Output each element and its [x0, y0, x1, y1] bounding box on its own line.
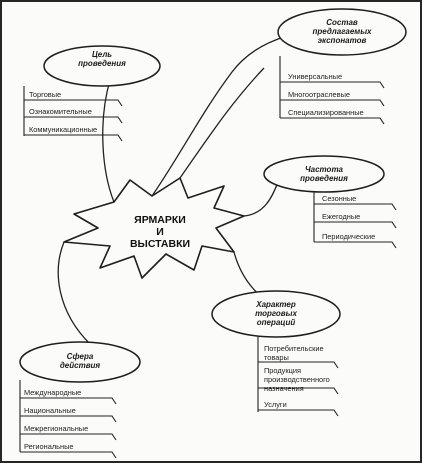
center-title-line-3: ВЫСТАВКИ	[129, 238, 191, 250]
goods-item-consumer-line-2: товары	[264, 353, 289, 362]
goods-item-consumer-line-1: Потребительские	[264, 344, 324, 353]
center-title-line-1: ЯРМАРКИ	[134, 214, 186, 226]
exhibits-title: Состав предлагаемых экспонатов	[292, 18, 392, 45]
goods-item-services: Услуги	[264, 400, 287, 409]
exhibits-item-specialized: Специализированные	[288, 108, 364, 117]
connector-sphere	[57, 241, 91, 345]
exhibits-title-line-2: предлагаемых	[312, 27, 372, 36]
goods-title: Характер торговых операций	[226, 300, 326, 327]
sphere-bracket	[19, 380, 117, 459]
goods-title-line-3: операций	[256, 318, 296, 327]
frequency-item-periodic: Периодические	[322, 232, 376, 241]
sphere-ellipse	[19, 341, 141, 383]
frequency-title-line-2: проведения	[300, 174, 348, 183]
goal-item-familiarization: Ознакомительные	[29, 107, 92, 116]
frequency-item-seasonal: Сезонные	[322, 194, 357, 203]
goal-title-line-1: Цель	[91, 50, 113, 59]
exhibits-bracket	[279, 56, 385, 125]
goods-item-industrial-line-2: производственного	[264, 375, 330, 384]
goods-ellipse	[211, 290, 341, 338]
goods-title-line-1: Характер	[256, 300, 296, 309]
goal-title-line-2: проведения	[78, 59, 126, 68]
sphere-item-regional: Региональные	[24, 442, 74, 451]
connector-exhibits	[151, 35, 288, 197]
frequency-title-line-1: Частота	[304, 165, 344, 174]
frequency-title: Частота проведения	[284, 165, 364, 183]
sphere-item-interregional: Межрегиональные	[24, 424, 89, 433]
goods-item-industrial: Продукция производственного назначения	[264, 366, 330, 393]
center-title: ЯРМАРКИ И ВЫСТАВКИ	[114, 214, 206, 250]
connector-exhibits-2	[179, 67, 265, 179]
goods-item-industrial-line-3: назначения	[264, 384, 304, 393]
exhibits-title-line-1: Состав	[326, 18, 358, 27]
exhibits-title-line-3: экспонатов	[317, 36, 367, 45]
sphere-title: Сфера действия	[42, 352, 118, 370]
sphere-item-national: Национальные	[24, 406, 76, 415]
goal-item-communication: Коммуникационные	[29, 125, 98, 134]
exhibits-ellipse	[277, 8, 407, 56]
goal-item-trade: Торговые	[29, 90, 62, 99]
exhibits-item-universal: Универсальные	[288, 72, 343, 81]
sphere-title-line-1: Сфера	[66, 352, 94, 361]
goal-bracket	[23, 86, 123, 142]
frequency-item-annual: Ежегодные	[322, 212, 361, 221]
sphere-title-line-2: действия	[59, 361, 101, 370]
goal-title: Цель проведения	[62, 50, 142, 68]
connector-frequency	[243, 181, 279, 217]
goods-item-consumer: Потребительские товары	[264, 344, 324, 362]
frequency-bracket	[313, 192, 397, 249]
goods-bracket	[257, 336, 339, 417]
goods-item-industrial-line-1: Продукция	[264, 366, 301, 375]
goal-ellipse	[43, 45, 161, 87]
center-title-line-2: И	[156, 226, 164, 238]
frequency-ellipse	[263, 155, 385, 193]
goods-title-line-2: торговых	[255, 309, 297, 318]
connector-goal	[102, 79, 115, 203]
sphere-item-international: Международные	[24, 388, 82, 397]
exhibits-item-multisector: Многоотраслевые	[288, 90, 351, 99]
